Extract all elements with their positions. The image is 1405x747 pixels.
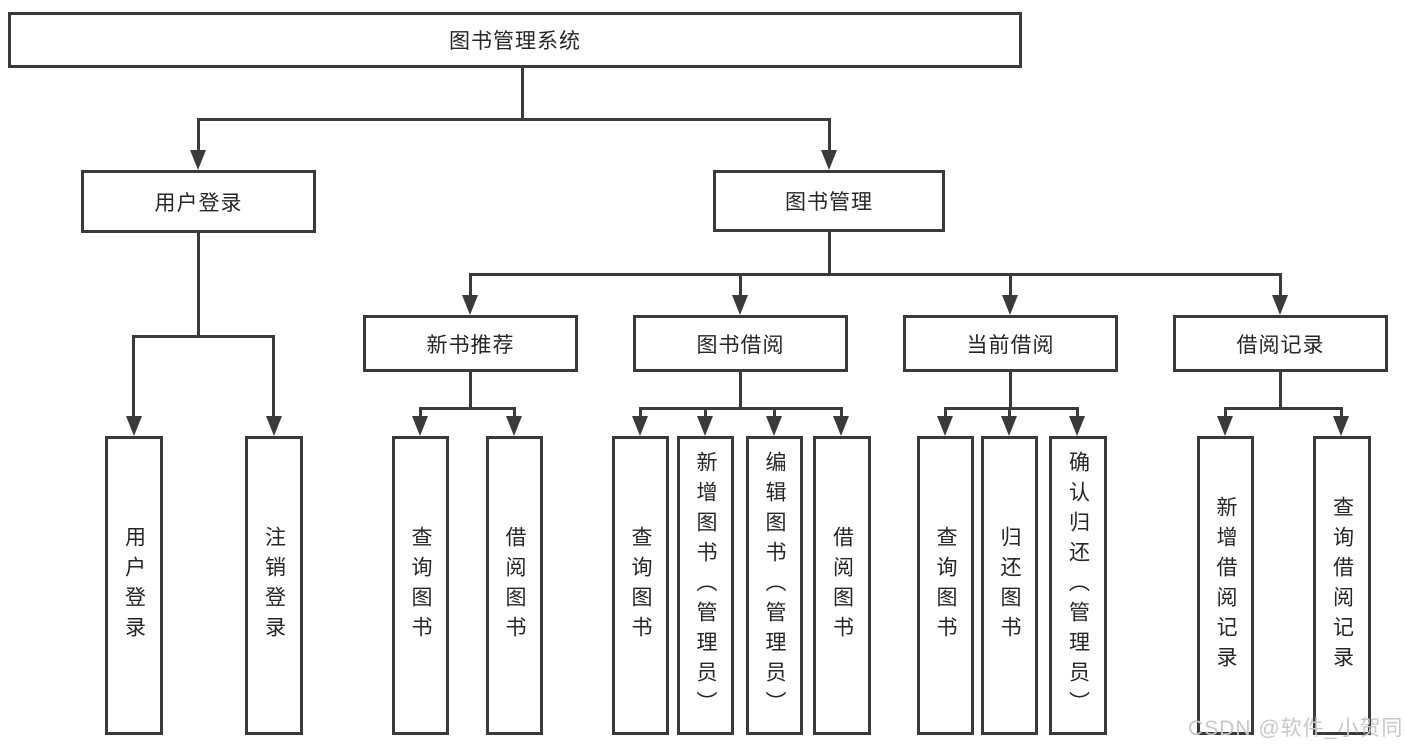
connector-userlogin-drop-2 [272, 335, 275, 416]
connector-bookmgmt-drop-3 [1009, 273, 1012, 297]
arrow-down-icon [732, 295, 748, 315]
connector-recommend-drop-2 [513, 407, 516, 418]
leaf-query-books-recommend: 查询图书 [392, 436, 449, 735]
node-borrow-records: 借阅记录 [1173, 315, 1388, 372]
leaf-label: 归还图书 [998, 525, 1021, 646]
connector-borrow-drop-1 [639, 407, 642, 418]
leaf-label: 查询图书 [629, 525, 652, 646]
connector-recommend-bar [419, 407, 516, 410]
leaf-user-login: 用户登录 [105, 436, 163, 735]
leaf-add-borrow-record: 新增借阅记录 [1197, 436, 1254, 735]
connector-current-drop-2 [1008, 407, 1011, 418]
leaf-confirm-return-admin: 确认归还（管理员） [1049, 436, 1107, 735]
connector-records-drop-1 [1224, 407, 1227, 418]
arrow-down-icon [697, 416, 713, 436]
connector-userlogin-bar [132, 335, 275, 338]
connector-borrow-drop-4 [840, 407, 843, 418]
connector-bookmgmt-drop-1 [469, 273, 472, 297]
connector-borrow-bar [639, 407, 843, 410]
arrow-down-icon [766, 416, 782, 436]
connector-borrow-drop-2 [704, 407, 707, 418]
connector-current-drop-3 [1076, 407, 1079, 418]
leaf-borrow-books: 借阅图书 [813, 436, 871, 735]
leaf-label: 查询图书 [934, 525, 957, 646]
arrow-down-icon [1069, 416, 1085, 436]
leaf-logout: 注销登录 [245, 436, 303, 735]
node-book-borrow: 图书借阅 [633, 315, 848, 372]
connector-current-stem [1009, 372, 1012, 409]
leaf-label: 注销登录 [262, 525, 286, 646]
leaf-query-books-borrow: 查询图书 [612, 436, 669, 735]
leaf-return-book: 归还图书 [981, 436, 1038, 735]
leaf-label: 查询借阅记录 [1330, 495, 1354, 676]
connector-borrow-stem [739, 372, 742, 409]
node-new-book-recommend: 新书推荐 [363, 315, 578, 372]
arrow-down-icon [632, 416, 648, 436]
connector-root-drop-left [197, 118, 200, 152]
connector-records-stem [1279, 372, 1282, 409]
leaf-label: 新增图书（管理员） [694, 450, 717, 721]
arrow-down-icon [937, 416, 953, 436]
arrow-down-icon [190, 150, 206, 170]
leaf-label: 查询图书 [409, 525, 432, 646]
arrow-down-icon [462, 295, 478, 315]
leaf-label: 编辑图书（管理员） [763, 450, 786, 721]
leaf-label: 确认归还（管理员） [1066, 450, 1090, 721]
connector-root-drop-right [828, 118, 831, 152]
leaf-label: 借阅图书 [503, 525, 526, 646]
arrow-down-icon [126, 416, 142, 436]
connector-root-stem [521, 68, 524, 120]
connector-bookmgmt-bar [469, 273, 1282, 276]
node-current-borrow: 当前借阅 [903, 315, 1118, 372]
connector-recommend-stem [469, 372, 472, 409]
arrow-down-icon [1333, 416, 1349, 436]
connector-records-bar [1224, 407, 1342, 410]
csdn-watermark: CSDN @软件_小贺同学 [1188, 717, 1405, 740]
leaf-label: 用户登录 [122, 525, 146, 646]
connector-records-drop-2 [1340, 407, 1343, 418]
connector-root-bar [197, 118, 831, 121]
leaf-query-books-current: 查询图书 [917, 436, 974, 735]
connector-bookmgmt-stem [828, 232, 831, 275]
node-user-login: 用户登录 [81, 170, 316, 233]
arrow-down-icon [1001, 416, 1017, 436]
leaf-borrow-books-recommend: 借阅图书 [486, 436, 543, 735]
arrow-down-icon [1002, 295, 1018, 315]
arrow-down-icon [833, 416, 849, 436]
arrow-down-icon [506, 416, 522, 436]
leaf-query-borrow-record: 查询借阅记录 [1313, 436, 1371, 735]
connector-userlogin-stem [197, 233, 200, 337]
connector-recommend-drop-1 [419, 407, 422, 418]
arrow-down-icon [266, 416, 282, 436]
leaf-edit-book-admin: 编辑图书（管理员） [746, 436, 803, 735]
leaf-label: 借阅图书 [830, 525, 854, 646]
connector-userlogin-drop-1 [132, 335, 135, 416]
leaf-label: 新增借阅记录 [1214, 495, 1237, 676]
connector-bookmgmt-drop-4 [1279, 273, 1282, 297]
connector-borrow-drop-3 [773, 407, 776, 418]
leaf-add-book-admin: 新增图书（管理员） [677, 436, 734, 735]
arrow-down-icon [412, 416, 428, 436]
arrow-down-icon [1217, 416, 1233, 436]
connector-bookmgmt-drop-2 [739, 273, 742, 297]
arrow-down-icon [821, 150, 837, 170]
connector-current-drop-1 [944, 407, 947, 418]
arrow-down-icon [1272, 295, 1288, 315]
connector-current-bar [944, 407, 1079, 410]
node-root: 图书管理系统 [8, 12, 1022, 68]
node-book-management: 图书管理 [713, 170, 945, 232]
